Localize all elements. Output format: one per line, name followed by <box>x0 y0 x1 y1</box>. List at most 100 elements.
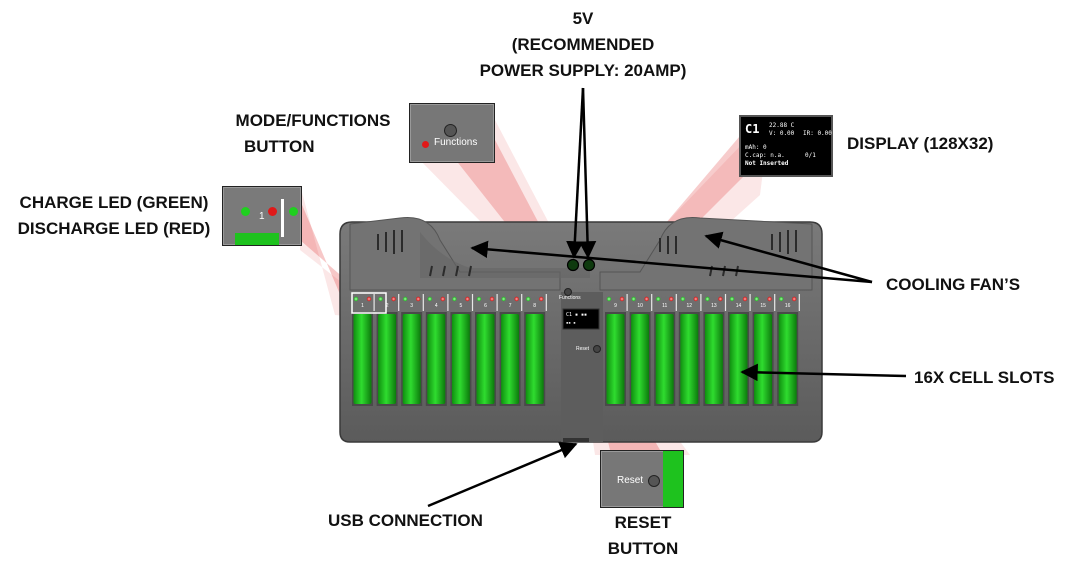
cell-slot-16: 16 <box>777 294 800 406</box>
slot-number: 3 <box>410 303 413 309</box>
discharge-led-icon <box>268 207 277 216</box>
led-inset-slot-number: 1 <box>259 211 265 222</box>
led-inset-divider <box>281 199 284 237</box>
display-label: DISPLAY (128X32) <box>847 134 994 153</box>
cell <box>427 314 446 404</box>
led-label: CHARGE LED (GREEN) DISCHARGE LED (RED) <box>8 190 220 242</box>
charge-led <box>656 296 661 302</box>
reset-inset-label: Reset <box>617 475 644 486</box>
cell <box>606 314 625 404</box>
slot-divider <box>398 294 400 311</box>
led-inset-cell <box>235 233 279 245</box>
slot-number: 9 <box>614 303 617 309</box>
cell-slot-1: 1 <box>352 294 375 406</box>
cell-slot-15: 15 <box>752 294 776 406</box>
display-line4-right: 0/1 <box>805 152 816 159</box>
discharge-led <box>644 296 649 302</box>
device-reset-button <box>593 345 601 353</box>
mode-label-line1: MODE/FUNCTIONS <box>235 111 391 130</box>
cell <box>680 314 699 404</box>
cell <box>476 314 495 404</box>
power-connector-right <box>582 258 596 272</box>
led-label-line1: CHARGE LED (GREEN) <box>19 193 209 212</box>
device-functions-label: Functions <box>559 295 581 301</box>
functions-inset-led <box>422 141 429 148</box>
functions-button-inset: Functions <box>409 103 495 163</box>
cell <box>655 314 674 404</box>
slot-number: 2 <box>386 303 389 309</box>
display-line2-left: V: 0.00 <box>769 130 795 137</box>
cell-slot-4: 4 <box>425 294 449 406</box>
discharge-led <box>391 296 396 302</box>
slot-number: 7 <box>509 303 512 309</box>
slot-divider <box>700 294 702 311</box>
discharge-led <box>539 296 544 302</box>
functions-inset-button-icon <box>444 124 457 137</box>
slot-divider <box>422 294 424 311</box>
discharge-led <box>718 296 723 302</box>
reset-label-line2: BUTTON <box>607 539 679 558</box>
charge-led <box>501 296 506 302</box>
cell <box>754 314 773 404</box>
reset-button-inset: Reset <box>600 450 684 508</box>
slot-divider <box>774 294 776 311</box>
charge-led <box>754 296 759 302</box>
charge-led <box>705 296 710 302</box>
slot-divider <box>521 294 523 311</box>
power-label-line1: 5V <box>572 9 594 28</box>
discharge-led <box>742 296 748 302</box>
discharge-led <box>792 296 797 302</box>
usb-port <box>563 438 589 442</box>
device-functions-button <box>564 288 572 296</box>
charge-led-icon-next <box>289 207 298 216</box>
functions-inset-label: Functions <box>434 137 478 148</box>
display-line4-left: C.cap: n.a. <box>745 152 785 159</box>
cell-slot-12: 12 <box>678 294 702 406</box>
cell <box>501 314 520 404</box>
discharge-led <box>619 296 625 302</box>
cell <box>631 314 650 404</box>
slot-number: 5 <box>460 303 463 309</box>
cell <box>378 314 397 404</box>
cell-slot-3: 3 <box>401 294 424 406</box>
cell <box>353 314 372 404</box>
usb-connection-label: USB CONNECTION <box>328 511 483 530</box>
display-inset: C1 22.88 C V: 0.00 IR: 0.00 mAh: 0 C.cap… <box>739 115 833 177</box>
device-display-text: C1 ▪ ▪▪ <box>566 312 587 318</box>
cell-slot-11: 11 <box>654 294 677 406</box>
charge-led <box>729 296 735 302</box>
discharge-led <box>514 296 519 302</box>
mode-functions-label: MODE/FUNCTIONS BUTTON <box>218 108 408 160</box>
slot-number: 13 <box>711 303 717 309</box>
cell-slot-13: 13 <box>703 294 727 406</box>
slot-divider <box>675 294 677 311</box>
charge-led <box>378 296 383 302</box>
device-reset-label: Reset <box>576 346 590 352</box>
cell-slot-14: 14 <box>728 294 751 406</box>
discharge-led <box>416 296 421 302</box>
discharge-led <box>669 296 674 302</box>
discharge-led <box>767 296 772 302</box>
discharge-led <box>366 296 372 302</box>
slot-number: 6 <box>484 303 487 309</box>
cell-slot-2: 2 <box>376 294 400 406</box>
cell <box>402 314 421 404</box>
discharge-led <box>693 296 698 302</box>
led-inset: 1 <box>222 186 302 246</box>
slot-divider <box>447 294 449 311</box>
slot-divider <box>545 294 547 311</box>
cell <box>525 314 544 404</box>
discharge-led <box>465 296 470 302</box>
slot-divider <box>496 294 498 311</box>
slot-divider <box>373 294 375 311</box>
display-line2-right: IR: 0.00 <box>803 130 832 137</box>
arrow-usb <box>427 442 578 508</box>
cell-slot-8: 8 <box>524 294 547 406</box>
power-label-line3: POWER SUPPLY: 20AMP) <box>479 61 687 80</box>
arrow-power-right <box>578 87 597 259</box>
slot-number: 12 <box>687 303 693 309</box>
led-label-line2: DISCHARGE LED (RED) <box>17 219 211 238</box>
slot-number: 10 <box>637 303 643 309</box>
